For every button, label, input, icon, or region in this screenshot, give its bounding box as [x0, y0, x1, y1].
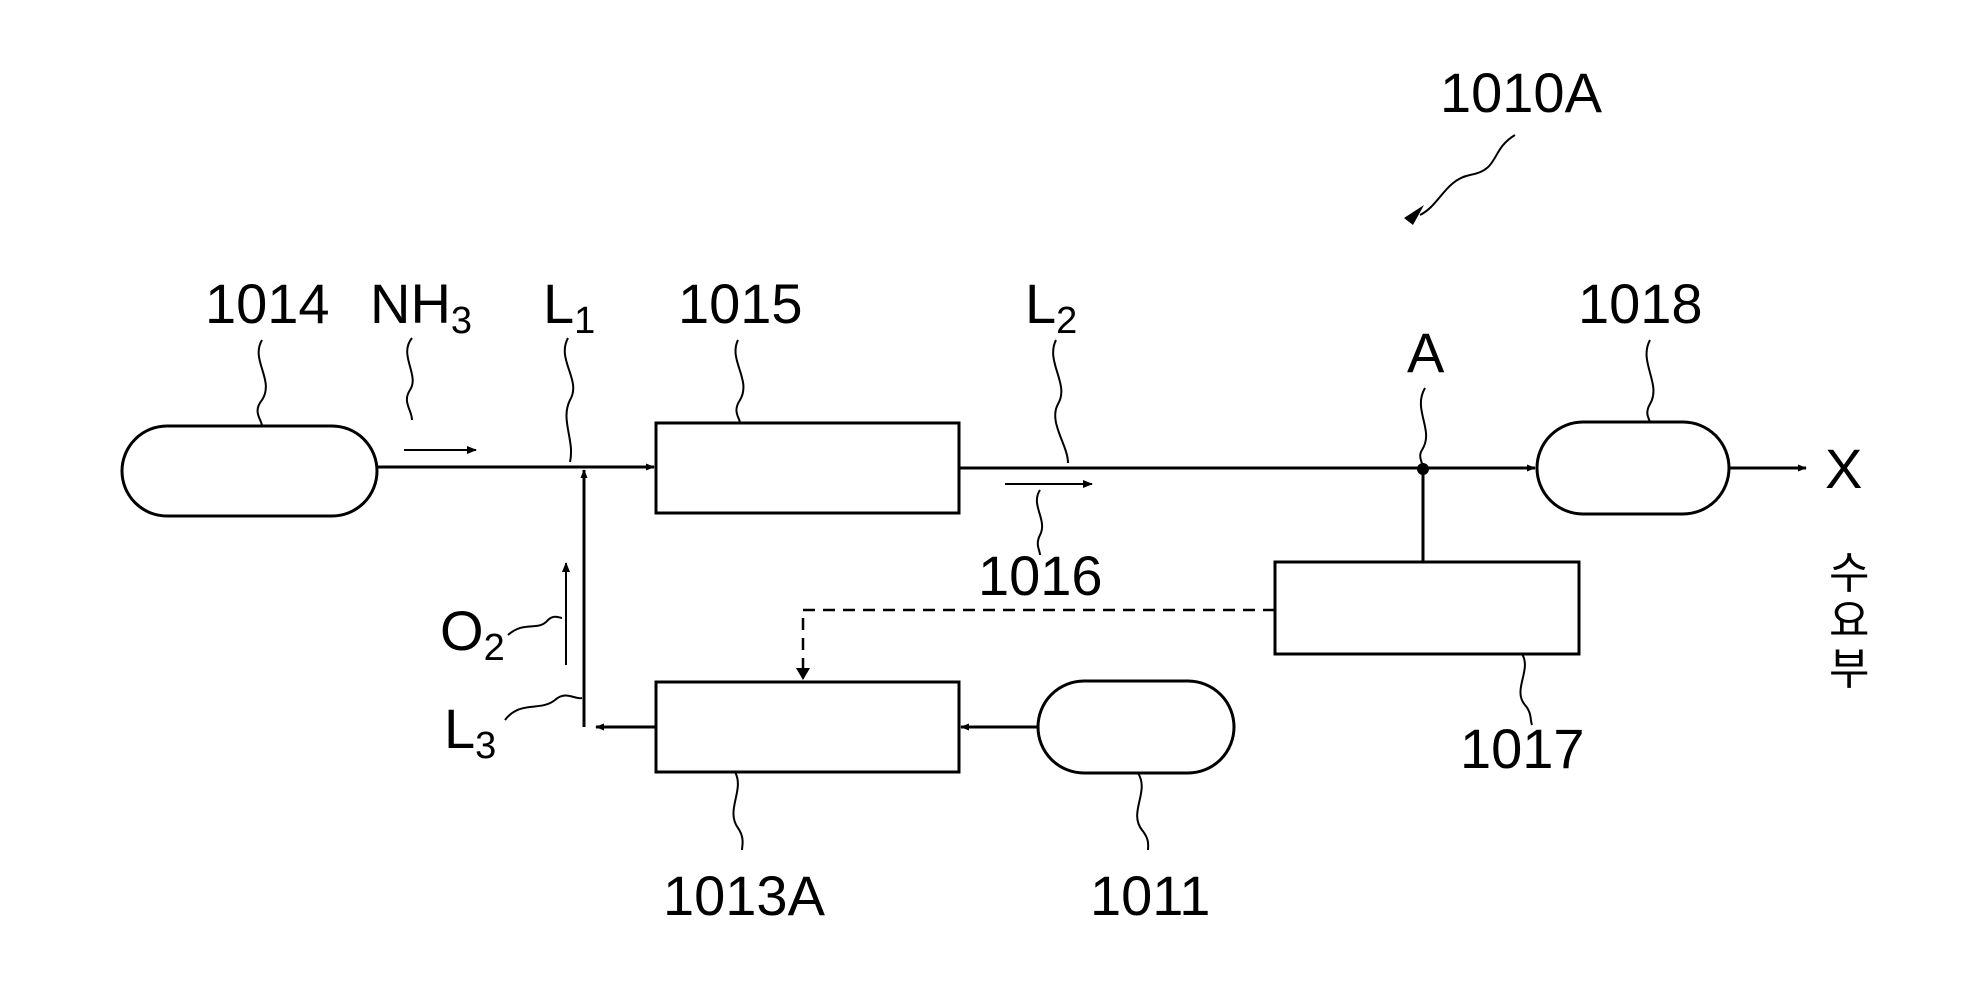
tank-1014 — [122, 426, 377, 516]
unit-1017 — [1275, 562, 1579, 654]
l2-leader — [1053, 340, 1068, 463]
l2-label: L2 — [1025, 272, 1077, 342]
l3-leader — [505, 695, 582, 720]
figure-pointer-line — [1420, 135, 1515, 215]
destination-korean-char-1: 수 — [1829, 548, 1869, 599]
l3-label: L3 — [444, 697, 496, 767]
o2-label: O2 — [440, 599, 505, 669]
unit-1013a-leader — [733, 772, 742, 850]
reactor-1015-label: 1015 — [678, 272, 803, 335]
junction-a-label: A — [1407, 321, 1445, 384]
unit-1013a — [656, 682, 959, 772]
destination-korean-char-2: 요 — [1829, 596, 1869, 647]
junction-a-leader — [1420, 388, 1426, 464]
control-signal-line — [803, 610, 1275, 672]
control-signal-arrowhead — [796, 668, 810, 680]
tank-1018-leader — [1647, 340, 1654, 422]
tank-1014-leader — [258, 340, 266, 426]
tank-1011-label: 1011 — [1090, 864, 1210, 927]
flow-1016-label: 1016 — [978, 544, 1103, 607]
reactor-1015-leader — [735, 340, 743, 423]
o2-leader — [508, 617, 562, 635]
figure-label: 1010A — [1440, 61, 1603, 124]
tank-1018-label: 1018 — [1578, 272, 1703, 335]
nh3-leader — [407, 338, 413, 420]
destination-korean-char-3: 부 — [1829, 644, 1869, 695]
nh3-label: NH3 — [370, 272, 472, 342]
unit-1017-label: 1017 — [1460, 717, 1585, 780]
l1-label: L1 — [543, 272, 595, 342]
l1-leader — [565, 338, 573, 462]
tank-1018 — [1537, 422, 1729, 514]
tank-1011-leader — [1137, 773, 1148, 850]
reactor-1015 — [656, 423, 959, 513]
unit-1017-leader — [1520, 654, 1532, 725]
destination-x-label: X — [1825, 437, 1862, 500]
tank-1014-label: 1014 — [205, 272, 330, 335]
unit-1013a-label: 1013A — [663, 864, 826, 927]
tank-1011 — [1038, 681, 1234, 773]
